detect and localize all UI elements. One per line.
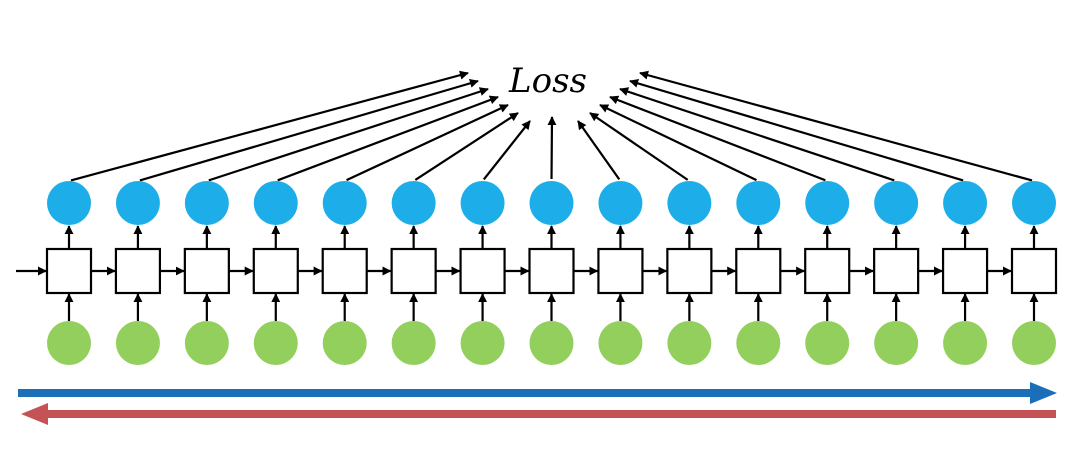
loss-label: Loss xyxy=(508,61,587,101)
input-node xyxy=(391,321,436,365)
input-node xyxy=(1012,321,1056,365)
rnn-cell xyxy=(45,247,93,295)
input-node xyxy=(943,321,988,365)
output-to-loss-arrow xyxy=(208,87,489,182)
output-to-loss-arrow xyxy=(599,104,757,182)
input-node xyxy=(667,321,712,365)
rnn-cell xyxy=(1010,247,1058,295)
rnn-cells xyxy=(45,247,1058,295)
output-to-loss-arrow xyxy=(482,120,531,181)
input-node xyxy=(322,321,367,365)
rnn-cell xyxy=(873,247,920,295)
output-node xyxy=(47,181,91,225)
output-to-loss-arrow xyxy=(139,78,479,182)
rnn-cell xyxy=(941,247,989,295)
output-to-loss-arrow xyxy=(277,95,499,182)
nodes xyxy=(47,181,1056,365)
rnn-cell xyxy=(114,247,162,295)
output-node xyxy=(391,181,436,225)
output-to-loss-arrow xyxy=(577,120,621,181)
input-node xyxy=(805,321,850,365)
rnn-cell xyxy=(459,247,506,295)
input-node xyxy=(598,321,643,365)
rnn-cell xyxy=(321,247,368,295)
output-node xyxy=(667,181,712,225)
output-to-loss-arrow xyxy=(639,70,1033,182)
input-node xyxy=(460,321,505,365)
rnn-cell xyxy=(183,247,230,295)
rnn-cell xyxy=(804,247,851,295)
edges xyxy=(16,70,1039,321)
rnn-cell xyxy=(528,247,575,295)
output-to-loss-arrow xyxy=(629,79,964,182)
input-node xyxy=(529,321,574,365)
output-node xyxy=(874,181,919,225)
pass-arrows xyxy=(18,382,1057,425)
input-node xyxy=(736,321,781,365)
output-to-loss-arrow xyxy=(414,112,519,181)
output-to-loss-arrow xyxy=(619,87,895,182)
output-to-loss-arrow xyxy=(70,70,469,182)
input-node xyxy=(874,321,919,365)
rnn-cell xyxy=(390,247,437,295)
output-node xyxy=(1012,181,1056,225)
output-node xyxy=(805,181,850,225)
output-node xyxy=(184,181,229,225)
output-node xyxy=(943,181,988,225)
output-to-loss-arrow xyxy=(589,112,689,181)
rnn-cell xyxy=(597,247,644,295)
output-node xyxy=(736,181,781,225)
input-node xyxy=(115,321,160,365)
rnn-cell xyxy=(666,247,713,295)
output-node xyxy=(529,181,574,225)
backward-pass-arrow-head xyxy=(21,403,48,425)
rnn-cell xyxy=(735,247,782,295)
rnn-cell xyxy=(252,247,299,295)
output-node xyxy=(253,181,298,225)
output-node xyxy=(115,181,160,225)
output-to-loss-arrow xyxy=(609,95,826,182)
output-node xyxy=(598,181,643,225)
forward-pass-arrow-head xyxy=(1030,382,1057,404)
output-node xyxy=(460,181,505,225)
input-node xyxy=(253,321,298,365)
output-to-loss-arrow xyxy=(346,104,509,182)
input-node xyxy=(184,321,229,365)
input-node xyxy=(47,321,91,365)
output-node xyxy=(322,181,367,225)
